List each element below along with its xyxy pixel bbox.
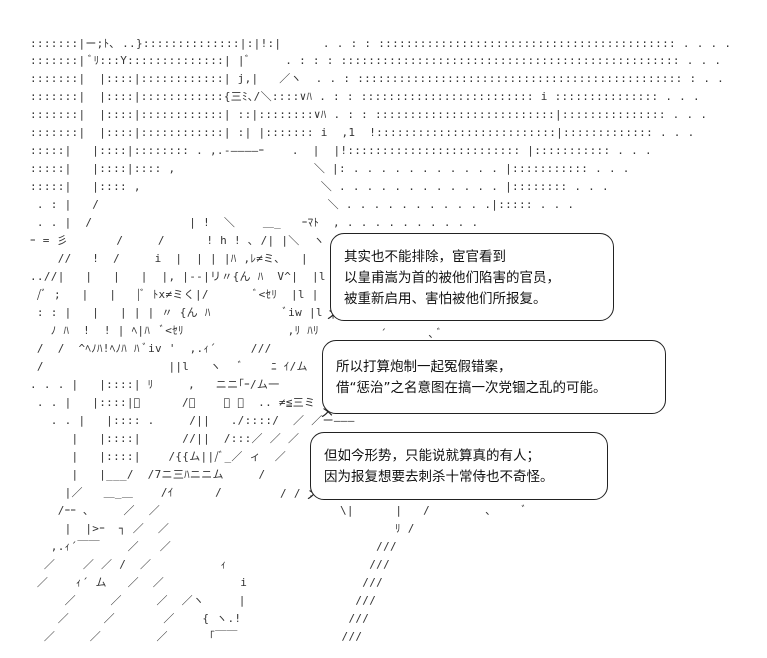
ascii-art-line: :::::::| |::::|::::::::::::| j,| ／ヽ . . …: [30, 72, 725, 85]
ascii-art-line: | |___/ /7ニ三ﾊニニム /: [30, 468, 266, 481]
ascii-art-line: ／ ／ ／ ／ヽ |: [30, 594, 246, 607]
ascii-art-slash-line: ///: [300, 594, 377, 607]
ascii-art-slash-line: ///: [300, 576, 384, 589]
speech-bubble-line: 以皇甫嵩为首的被他们陷害的官员，: [344, 270, 560, 286]
connector-mark: ﾘ /: [395, 522, 415, 535]
ascii-art-line: /ｰｰ ､ ／ ／: [30, 504, 160, 517]
speech-bubble-2: 所以打算炮制一起冤假错案， 借“惩治”之名意图在搞一次党锢之乱的可能。: [322, 340, 666, 414]
ascii-art-line: ..//| | | | |, |--|リ〃{ん ﾊ V^| |l | |: [30, 270, 368, 283]
ascii-art-line: // ! / i | | | |ﾊ ,ﾚ≠ミ､ | V |: [30, 252, 371, 265]
ascii-art-line: :::::| |:::: , ＼ . . . . . . . . . . . .…: [30, 180, 609, 193]
ascii-art-line: . . | |:::: . /|| ./::::/ ／ ／ー―――: [30, 414, 355, 427]
ascii-art-line: : : | | | | | 〃 {ん ﾊ ﾞiw |l | |: [30, 306, 351, 319]
ascii-art-slash-line: ///: [300, 540, 397, 553]
speech-bubble-line: 借“惩治”之名意图在搞一次党锢之乱的可能。: [336, 380, 607, 396]
ascii-art-slash-line: ///: [300, 612, 370, 625]
ascii-art-line: | |::::| /{{ム||/ﾞ_／ ィ ／: [30, 450, 287, 463]
speech-bubble-line: 但如今形势，只能说就算真的有人；: [324, 448, 540, 464]
ascii-art-line: | |>ｰ ┐ ／ ／: [30, 522, 170, 535]
ascii-art-slash-line: ///: [300, 630, 363, 643]
ascii-art-line: :::::::| ﾞﾘ:::Y::::::::::::::| |ﾞ . : : …: [30, 54, 722, 67]
ascii-art-line: . : | / ＼ . . . . . . . . . . .|::::: . …: [30, 198, 575, 211]
ascii-art-line: . . . | |::::| ﾘ , ニニ｢ｰ/ム一: [30, 378, 280, 391]
connector-mark: / / .: [280, 487, 315, 500]
speech-bubble-line: 被重新启用、害怕被他们所报复。: [344, 291, 547, 307]
ascii-art-line: /ﾞ ; | | |ﾞ ﾄx≠ミく|/ ﾞ<ｾﾘ |l | |/V |: [30, 288, 375, 301]
ascii-art-line: ／ ／ ／ / ／ ｨ: [30, 558, 227, 571]
speech-bubble-line: 所以打算炮制一起冤假错案，: [336, 359, 512, 375]
ascii-art-line: ｰ = 彡 / / ! h ! ､ /| |＼ ヽ V|} f: [30, 234, 381, 247]
ascii-art-line: |／ ＿_＿ /ｲ /: [30, 486, 222, 499]
speech-bubble-3: 但如今形势，只能说就算真的有人； 因为报复想要去刺杀十常侍也不奇怪。: [310, 432, 608, 500]
ascii-art-line: / ||l ヽ ﾞ ﾆ ｲ/ム: [30, 360, 308, 373]
speech-bubble-1: 其实也不能排除，宦官看到 以皇甫嵩为首的被他们陷害的官员， 被重新启用、害怕被他…: [330, 233, 614, 321]
ascii-art-line: ﾉ ﾊ ! ! | ﾍ|ﾊ ﾞ<ｾﾘ ,ﾘ ﾊﾘ: [30, 324, 319, 337]
ascii-art-line: :::::::|ー;ﾄ､ ..}::::::::::::::|:|!:| . .…: [30, 37, 732, 50]
connector-mark: ´ ､ ﾞ: [380, 327, 443, 340]
connector-mark: \| | / ､ ﾞ: [340, 504, 528, 517]
ascii-art-line: ,.ｨ´￣￣ ／ ／: [30, 540, 171, 553]
ascii-art-line: :::::::| |::::|::::::::::::{三ﾐ､/＼::::∨ﾊ …: [30, 90, 700, 103]
ascii-art-line: . . | / | ! ＼ ＿_ ｰﾏﾄ , . . . . . . . . .…: [30, 216, 479, 229]
ascii-art-line: ／ ／ ／ { ヽ.!: [30, 612, 242, 625]
ascii-art-line: :::::::| |::::|::::::::::::| :| |:::::::…: [30, 126, 695, 139]
speech-bubble-line: 其实也不能排除，宦官看到: [344, 249, 506, 265]
ascii-art-line: :::::| |::::|:::: , ＼ |: . . . . . . . .…: [30, 162, 630, 175]
ascii-art-line: ／ ｨ´ ム ／ ／ i: [30, 576, 248, 589]
speech-bubble-line: 因为报复想要去刺杀十常侍也不奇怪。: [324, 469, 554, 485]
ascii-art-line: / / ^ﾍﾉﾊ!ﾍﾉﾊ ﾊ ﾞiv ' ,.ｨ´ ///: [30, 342, 272, 355]
ascii-art-line: ／ ／ ／ ｢￣￣: [30, 630, 238, 643]
ascii-art-line: :::::::| |::::|::::::::::::| ::|::::::::…: [30, 108, 708, 121]
ascii-art-slash-line: ///: [300, 558, 390, 571]
ascii-art-line: :::::| |::::|:::::::: . ,.-――――ｰ . | |!:…: [30, 144, 652, 157]
ascii-art-line: . . | |::::|ﾞ /〃 ／ ／ .. ≠≦三ミ: [30, 396, 316, 409]
ascii-art-line: | |::::| //|| /:::／ ／ ／: [30, 432, 300, 445]
